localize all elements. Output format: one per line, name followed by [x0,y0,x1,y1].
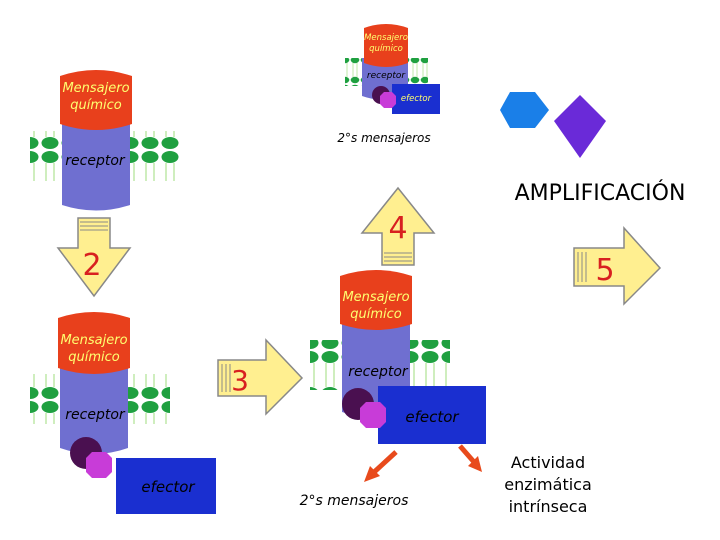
top-small-effector [392,84,440,114]
left-upper-receptor [62,110,130,211]
output-arrow-left [364,450,398,482]
top-small-messenger-label-1: Mensajero [364,33,408,43]
top-small-messenger-label-2: químico [369,44,403,54]
middle-effector [378,386,486,444]
left-lower-subunit-magenta [86,452,112,478]
top-small-unit: Mensajero químico receptor efector [345,24,440,114]
second-messengers-top-label: 2°s mensajeros [337,131,430,145]
top-small-effector-label: efector [401,94,432,104]
step-4-arrow: 4 [360,186,436,266]
top-small-messenger [364,24,408,67]
activity-label-line-2: enzimática [504,475,592,494]
left-upper-messenger-label-1: Mensajero [62,81,129,96]
left-upper-receptor-label: receptor [65,153,126,169]
activity-label-line-3: intrínseca [509,497,588,516]
step-3-number: 3 [231,364,249,397]
top-small-subunit-magenta [380,92,396,108]
middle-messenger-label-2: químico [350,307,402,322]
step-5-number: 5 [595,253,614,288]
left-lower-receptor [60,360,128,454]
left-upper-messenger [60,70,132,130]
step-2-arrow: 2 [56,217,132,298]
left-lower-messenger [58,312,130,374]
middle-effector-label: efector [405,408,459,426]
middle-messenger-label-1: Mensajero [342,290,409,305]
step-4-arrow-shape [360,186,436,266]
step-4-number: 4 [388,211,407,246]
top-small-receptor-label: receptor [367,71,406,81]
left-lower-messenger-label-2: químico [68,350,120,365]
step-3-arrow-shape [217,338,304,416]
step-2-number: 2 [82,248,101,283]
step-5-arrow-shape [573,226,662,306]
left-upper-messenger-label-2: químico [70,98,122,113]
step-3-arrow: 3 [217,338,304,416]
activity-label-line-1: Actividad [511,453,585,472]
middle-subunit-magenta [360,402,386,428]
second-messenger-molecule-blue [500,92,549,128]
step-5-arrow: 5 [573,226,662,306]
amplification-label: AMPLIFICACIÓN [515,180,686,206]
left-lower-effector [116,458,216,514]
output-arrow-right [458,444,482,472]
step-2-arrow-shape [56,217,132,298]
left-lower-effector-label: efector [141,478,195,496]
left-lower-receptor-label: receptor [65,407,126,423]
middle-messenger [340,270,412,330]
left-lower-unit: Mensajero químico receptor efector [30,312,216,514]
middle-unit: Mensajero químico receptor efector [310,270,486,444]
middle-receptor-label: receptor [348,364,409,380]
second-messengers-bottom-label: 2°s mensajeros [300,493,409,509]
second-messenger-molecule-violet [554,95,606,158]
left-lower-messenger-label-1: Mensajero [60,333,127,348]
left-upper-unit: Mensajero químico receptor [30,70,180,211]
